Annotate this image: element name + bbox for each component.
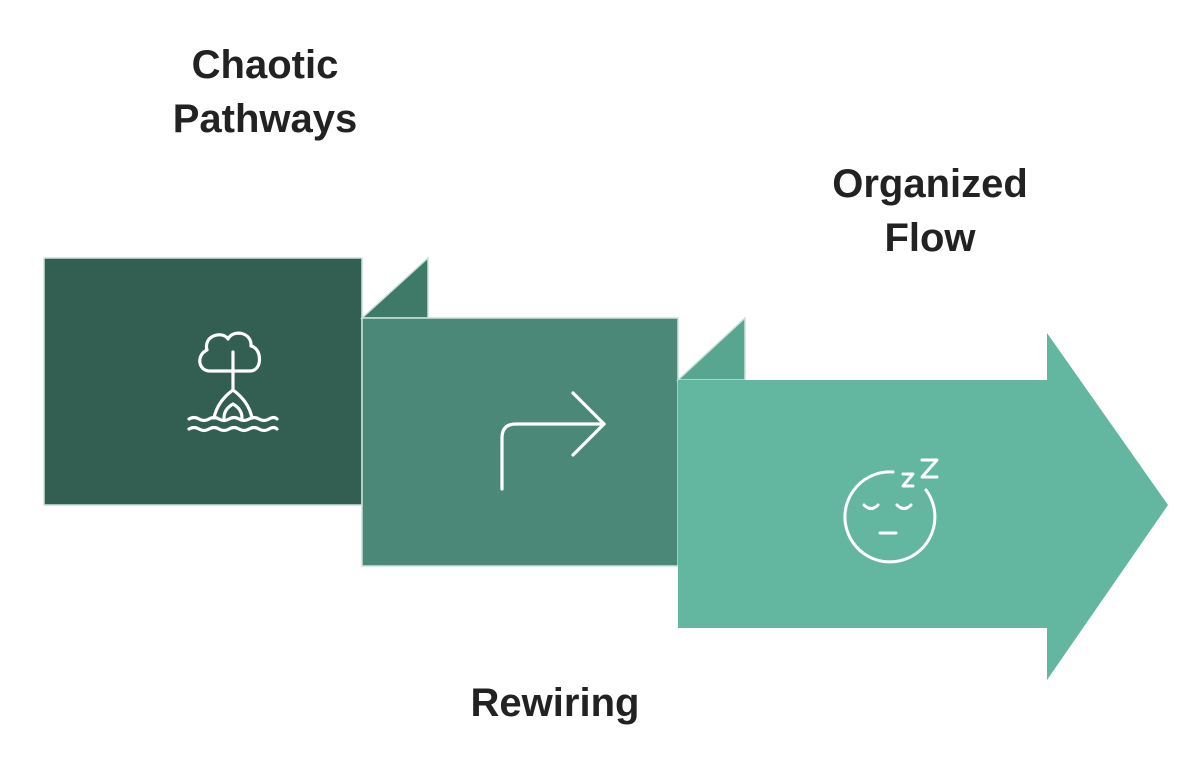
step-1-block — [43, 256, 429, 506]
step-1-label: Chaotic Pathways — [172, 43, 358, 141]
step-2-panel — [361, 317, 679, 567]
step-3-arrow — [678, 333, 1168, 680]
tree-roots-water-icon — [187, 331, 279, 433]
step-2-label: Rewiring — [470, 681, 640, 725]
step-2-block — [361, 316, 746, 567]
step-1-fold — [360, 256, 429, 319]
sleeping-face-icon — [843, 458, 939, 564]
step-2-fold — [676, 316, 746, 381]
turn-right-arrow-icon — [500, 391, 606, 491]
step-3-label: Organized Flow — [832, 162, 1028, 260]
step-1-panel — [43, 257, 363, 506]
